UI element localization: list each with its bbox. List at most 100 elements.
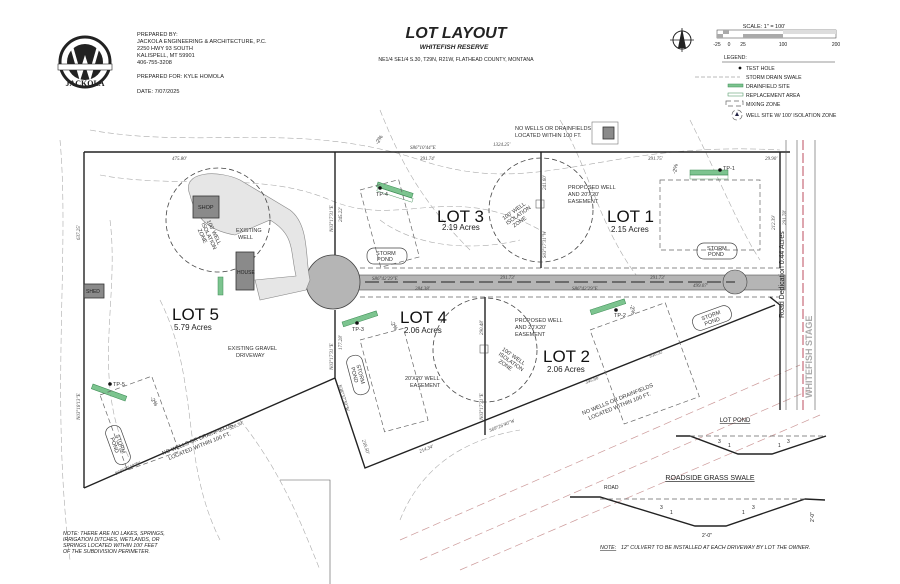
svg-text:TP-1: TP-1 bbox=[723, 166, 735, 172]
scale-bar: SCALE: 1" = 100' -25 0 25 100 200 bbox=[713, 24, 840, 48]
svg-text:1: 1 bbox=[728, 443, 731, 449]
access-road bbox=[305, 254, 786, 310]
svg-text:WELL: WELL bbox=[238, 235, 253, 241]
svg-text:218.50': 218.50' bbox=[360, 439, 370, 456]
test-holes: TP-1 TP-2 TP-3 TP-4 TP-5 bbox=[108, 166, 735, 388]
svg-text:EASEMENT: EASEMENT bbox=[515, 332, 546, 338]
svg-text:ROAD: ROAD bbox=[604, 485, 619, 491]
svg-text:MIXING ZONE: MIXING ZONE bbox=[746, 102, 781, 108]
shed-label: SHED bbox=[86, 289, 100, 295]
svg-text:S03°17'31"W: S03°17'31"W bbox=[543, 230, 548, 258]
svg-text:391.75': 391.75' bbox=[648, 157, 664, 162]
lot-1-acres: 2.15 Acres bbox=[611, 225, 649, 234]
svg-text:STORM: STORM bbox=[376, 251, 396, 257]
lot-5-acres: 5.79 Acres bbox=[174, 323, 212, 332]
svg-text:499.07': 499.07' bbox=[693, 284, 709, 289]
lot-labels: LOT 1 2.15 Acres LOT 2 2.06 Acres LOT 3 … bbox=[172, 207, 654, 374]
svg-text:DRIVEWAY: DRIVEWAY bbox=[236, 353, 265, 359]
svg-text:391.73': 391.73' bbox=[500, 276, 516, 281]
roadside-swale-detail: ROADSIDE GRASS SWALE ROAD 3 1 1 3 2'-0" … bbox=[570, 475, 826, 551]
property-boundaries bbox=[83, 151, 790, 489]
svg-text:EXISTING GRAVEL: EXISTING GRAVEL bbox=[228, 346, 277, 352]
svg-text:S86°10'44"E: S86°10'44"E bbox=[410, 146, 436, 151]
svg-text:3: 3 bbox=[787, 439, 790, 445]
lot-5-name: LOT 5 bbox=[172, 305, 219, 324]
highway-label: WHITEFISH STAGE bbox=[804, 316, 814, 398]
svg-text:212.39': 212.39' bbox=[772, 214, 777, 230]
svg-text:12" CULVERT TO BE INSTALLED AT: 12" CULVERT TO BE INSTALLED AT EACH DRIV… bbox=[621, 545, 810, 551]
svg-text:N03°18'13"E: N03°18'13"E bbox=[77, 393, 82, 421]
svg-text:200: 200 bbox=[832, 42, 841, 48]
svg-text:IRRIGATION DITCHES, WETLANDS,: IRRIGATION DITCHES, WETLANDS, OR bbox=[63, 537, 160, 543]
north-arrow-icon bbox=[670, 28, 694, 52]
house-building bbox=[235, 251, 255, 291]
shop-building bbox=[192, 195, 220, 219]
svg-text:DATE: 7/07/2025: DATE: 7/07/2025 bbox=[137, 89, 180, 95]
svg-text:POND: POND bbox=[377, 257, 393, 263]
svg-text:TEST HOLE: TEST HOLE bbox=[746, 66, 775, 72]
logo-text: JACKOLA bbox=[65, 79, 104, 88]
svg-text:EASEMENT: EASEMENT bbox=[410, 383, 441, 389]
svg-text:406-755-3208: 406-755-3208 bbox=[137, 60, 172, 66]
svg-text:POND: POND bbox=[349, 367, 359, 384]
svg-text:391.73': 391.73' bbox=[650, 276, 666, 281]
svg-text:SPRINGS LOCATED WITHIN 100' FE: SPRINGS LOCATED WITHIN 100' FEET bbox=[63, 543, 158, 549]
svg-text:1324.25': 1324.25' bbox=[493, 143, 511, 148]
svg-text:AND 20'X20': AND 20'X20' bbox=[568, 192, 599, 198]
svg-text:1: 1 bbox=[670, 510, 673, 516]
svg-text:TP-4: TP-4 bbox=[376, 192, 388, 198]
lot-3-acres: 2.19 Acres bbox=[442, 223, 480, 232]
whitefish-stage-road bbox=[785, 140, 816, 410]
svg-text:-2%: -2% bbox=[375, 134, 385, 146]
prepared-by-block: PREPARED BY: JACKOLA ENGINEERING & ARCHI… bbox=[137, 32, 267, 95]
svg-text:POND: POND bbox=[108, 437, 119, 454]
svg-text:2'-0": 2'-0" bbox=[810, 512, 816, 522]
svg-text:REPLACEMENT AREA: REPLACEMENT AREA bbox=[746, 93, 801, 99]
svg-text:LOCATED WITHIN 100 FT.: LOCATED WITHIN 100 FT. bbox=[515, 133, 582, 139]
svg-text:177.28': 177.28' bbox=[339, 334, 344, 350]
project-name: WHITEFISH RESERVE bbox=[420, 44, 489, 51]
svg-text:214.34': 214.34' bbox=[419, 444, 435, 455]
drainfield-sites bbox=[90, 169, 729, 402]
svg-text:100: 100 bbox=[779, 42, 788, 48]
svg-text:OF THE SUBDIVISION PERIMETER.: OF THE SUBDIVISION PERIMETER. bbox=[63, 549, 150, 555]
svg-text:S69°26'40"W: S69°26'40"W bbox=[115, 461, 142, 477]
svg-text:N03°17'31"E: N03°17'31"E bbox=[480, 393, 485, 421]
well-house bbox=[602, 126, 615, 140]
svg-text:520.30': 520.30' bbox=[229, 421, 245, 432]
svg-text:STORM: STORM bbox=[707, 246, 727, 252]
svg-text:3: 3 bbox=[718, 439, 721, 445]
svg-text:JACKOLA ENGINEERING & ARCHITEC: JACKOLA ENGINEERING & ARCHITECTURE, P.C. bbox=[137, 39, 267, 45]
legend: LEGEND: TEST HOLE STORM DRAIN SWALE DRAI… bbox=[695, 55, 837, 121]
svg-text:-2%: -2% bbox=[388, 320, 398, 332]
svg-text:N03°17'31"E: N03°17'31"E bbox=[330, 343, 335, 371]
shop-label: SHOP bbox=[198, 205, 214, 211]
lot-2-acres: 2.06 Acres bbox=[547, 365, 585, 374]
svg-text:-2%: -2% bbox=[628, 304, 636, 315]
svg-text:25: 25 bbox=[740, 42, 746, 48]
terrain-contours bbox=[59, 109, 781, 571]
page-title: LOT LAYOUT bbox=[405, 25, 507, 42]
svg-text:S86°42'29"E: S86°42'29"E bbox=[372, 277, 398, 282]
jackola-logo: JACKOLA bbox=[57, 35, 113, 89]
svg-text:1: 1 bbox=[742, 510, 745, 516]
svg-text:241.60': 241.60' bbox=[543, 174, 548, 190]
svg-text:POND: POND bbox=[708, 252, 724, 258]
svg-text:245.22': 245.22' bbox=[339, 206, 344, 222]
svg-text:-2%: -2% bbox=[148, 396, 158, 408]
lot-4-name: LOT 4 bbox=[400, 308, 447, 327]
svg-text:391.74': 391.74' bbox=[420, 157, 436, 162]
svg-text:637.25': 637.25' bbox=[77, 224, 82, 240]
svg-text:PREPARED BY:: PREPARED BY: bbox=[137, 32, 178, 38]
svg-text:2'-0": 2'-0" bbox=[702, 533, 712, 539]
lot-3-name: LOT 3 bbox=[437, 207, 484, 226]
svg-text:TP-3: TP-3 bbox=[352, 327, 364, 333]
svg-text:N38°37'30"W: N38°37'30"W bbox=[336, 383, 350, 413]
svg-text:0: 0 bbox=[728, 42, 731, 48]
svg-text:-25: -25 bbox=[713, 42, 720, 48]
svg-text:2250 HWY 93 SOUTH: 2250 HWY 93 SOUTH bbox=[137, 46, 193, 52]
lot-2-name: LOT 2 bbox=[543, 347, 590, 366]
perimeter-note: NOTE: THERE ARE NO LAKES, SPRINGS, IRRIG… bbox=[63, 531, 165, 555]
svg-text:STORM DRAIN SWALE: STORM DRAIN SWALE bbox=[746, 75, 802, 81]
svg-text:PREPARED FOR: KYLE HOMOLA: PREPARED FOR: KYLE HOMOLA bbox=[137, 74, 224, 80]
